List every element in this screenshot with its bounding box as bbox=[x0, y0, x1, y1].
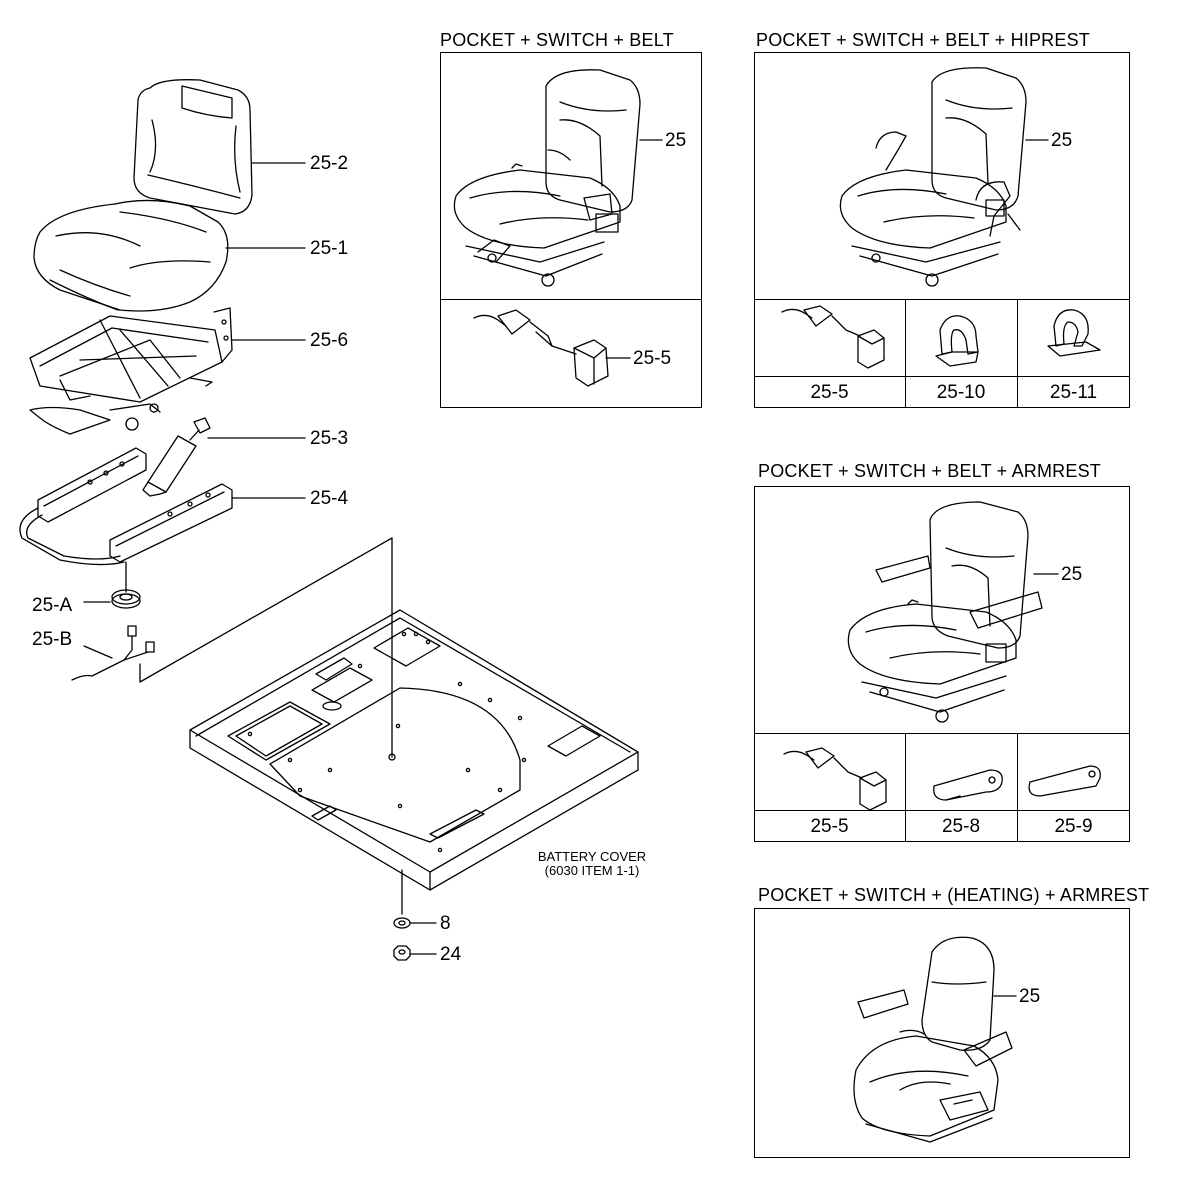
label-harness: 25-B bbox=[32, 629, 73, 650]
variant-3-cell-armrest-right: 25-9 bbox=[1054, 816, 1093, 837]
seat-frame-drawing bbox=[30, 308, 232, 434]
rails-drawing bbox=[20, 448, 232, 565]
variant-2-hiprest-right-drawing bbox=[1048, 310, 1100, 356]
variant-4-seat-drawing bbox=[854, 937, 1012, 1142]
cushion-drawing bbox=[34, 200, 228, 311]
variant-1-seat-drawing bbox=[454, 70, 640, 286]
leader-25-B bbox=[140, 538, 392, 682]
damper-drawing bbox=[143, 418, 210, 496]
variant-3-panel bbox=[754, 486, 1130, 842]
variant-3-armrest-right-drawing bbox=[1029, 766, 1100, 796]
variant-2-seat-label: 25 bbox=[1051, 130, 1073, 151]
battery-cover-drawing bbox=[190, 610, 638, 890]
variant-3-label-divider bbox=[754, 810, 1130, 811]
variant-2-divider bbox=[754, 299, 1130, 300]
label-nut: 24 bbox=[440, 944, 462, 965]
variant-3-col-divider-1 bbox=[905, 733, 906, 842]
label-cushion: 25-1 bbox=[310, 238, 349, 259]
variant-2-label-divider bbox=[754, 376, 1130, 377]
variant-3-armrest-left-drawing bbox=[934, 770, 1003, 800]
variant-2-col-divider-1 bbox=[905, 299, 906, 408]
variant-2-title: POCKET + SWITCH + BELT + HIPREST bbox=[756, 30, 1090, 50]
grommet-drawing bbox=[112, 590, 140, 608]
variant-3-seat-drawing bbox=[848, 502, 1042, 722]
variant-3-seat-label: 25 bbox=[1061, 564, 1083, 585]
variant-2-cell-hiprest-right: 25-11 bbox=[1049, 382, 1098, 403]
variant-2-cell-belt: 25-5 bbox=[810, 382, 849, 403]
variant-1-seat-label: 25 bbox=[665, 130, 687, 151]
variant-1-belt-drawing bbox=[474, 310, 608, 386]
variant-3-cell-belt: 25-5 bbox=[810, 816, 849, 837]
variant-3-divider bbox=[754, 733, 1130, 734]
variant-2-seat-drawing bbox=[840, 68, 1026, 286]
variant-2-col-divider-2 bbox=[1017, 299, 1018, 408]
label-damper: 25-3 bbox=[310, 428, 349, 449]
variant-2-belt-drawing bbox=[782, 306, 884, 368]
variant-1-belt-label: 25-5 bbox=[633, 348, 672, 369]
variant-2-cell-hiprest-left: 25-10 bbox=[936, 382, 986, 403]
battery-cover-note: BATTERY COVER (6030 ITEM 1-1) bbox=[524, 850, 660, 878]
harness-drawing bbox=[72, 626, 154, 680]
washer-drawing bbox=[394, 918, 410, 928]
variant-4-title: POCKET + SWITCH + (HEATING) + ARMREST bbox=[758, 885, 1150, 905]
variant-3-belt-drawing bbox=[784, 748, 886, 810]
label-washer: 8 bbox=[440, 913, 451, 934]
variant-1-title: POCKET + SWITCH + BELT bbox=[440, 30, 674, 50]
label-grommet: 25-A bbox=[32, 595, 73, 616]
variant-2-panel bbox=[754, 52, 1130, 408]
label-backrest: 25-2 bbox=[310, 153, 349, 174]
variant-2-hiprest-left-drawing bbox=[936, 316, 978, 366]
backrest-drawing bbox=[134, 80, 252, 214]
battery-cover-note-line-1: BATTERY COVER bbox=[537, 849, 647, 864]
label-frame: 25-6 bbox=[310, 330, 349, 351]
nut-drawing bbox=[394, 946, 410, 960]
variant-4-panel bbox=[754, 908, 1130, 1158]
battery-cover-note-line-2: (6030 ITEM 1-1) bbox=[544, 863, 640, 878]
variant-3-col-divider-2 bbox=[1017, 733, 1018, 842]
variant-1-panel bbox=[440, 52, 702, 408]
variant-4-seat-label: 25 bbox=[1019, 986, 1041, 1007]
variant-3-cell-armrest-left: 25-8 bbox=[941, 816, 981, 837]
variant-3-title: POCKET + SWITCH + BELT + ARMREST bbox=[758, 461, 1101, 481]
variant-1-divider bbox=[440, 299, 702, 300]
label-rails: 25-4 bbox=[310, 488, 349, 509]
